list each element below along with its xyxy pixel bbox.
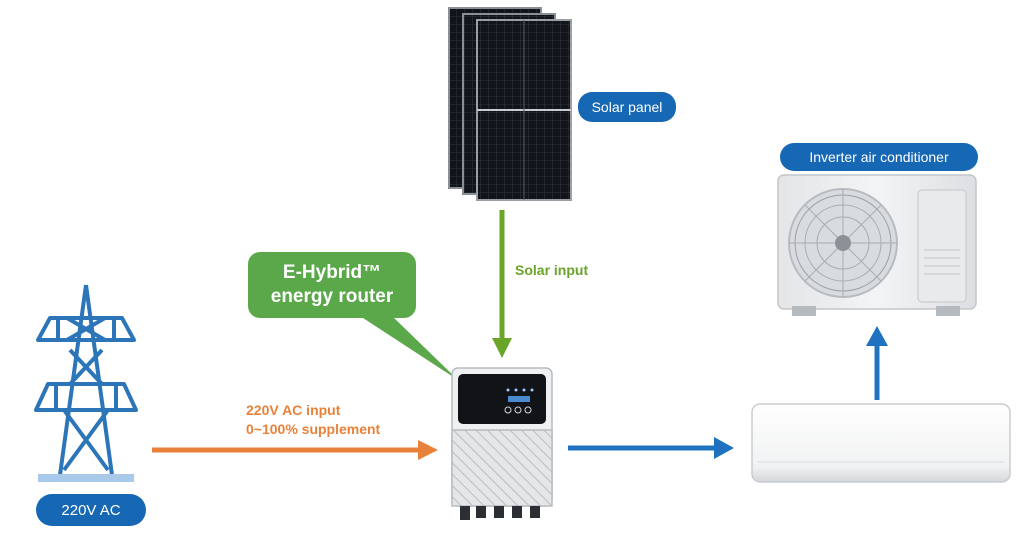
solar-panel-label: Solar panel — [578, 92, 676, 122]
tower-base — [38, 474, 134, 482]
output-arrow — [568, 437, 734, 459]
ac-source-label: 220V AC — [36, 494, 146, 526]
router-callout-bubble — [248, 252, 458, 380]
solar-input-label: Solar input — [515, 262, 589, 278]
ac-input-label-line2: 0~100% supplement — [246, 421, 381, 437]
ac-input-label-line1: 220V AC input — [246, 402, 341, 418]
inverter-ac-label: Inverter air conditioner — [780, 143, 978, 171]
solar-panel-stack — [448, 7, 572, 201]
ac-input-label: 220V AC input 0~100% supplement — [246, 401, 380, 439]
router-callout-text: E-Hybrid™ energy router — [247, 261, 417, 309]
ac-input-arrow — [152, 440, 438, 460]
solar-input-arrow — [492, 210, 512, 358]
ac-indoor-unit — [751, 403, 1011, 483]
router-title-line1: E-Hybrid™ — [282, 262, 382, 283]
router-title-line2: energy router — [270, 286, 394, 307]
power-transmission-tower-icon — [34, 284, 138, 476]
ac-outdoor-unit — [777, 174, 977, 316]
indoor-to-outdoor-arrow — [866, 326, 888, 400]
energy-router-device — [451, 367, 553, 520]
